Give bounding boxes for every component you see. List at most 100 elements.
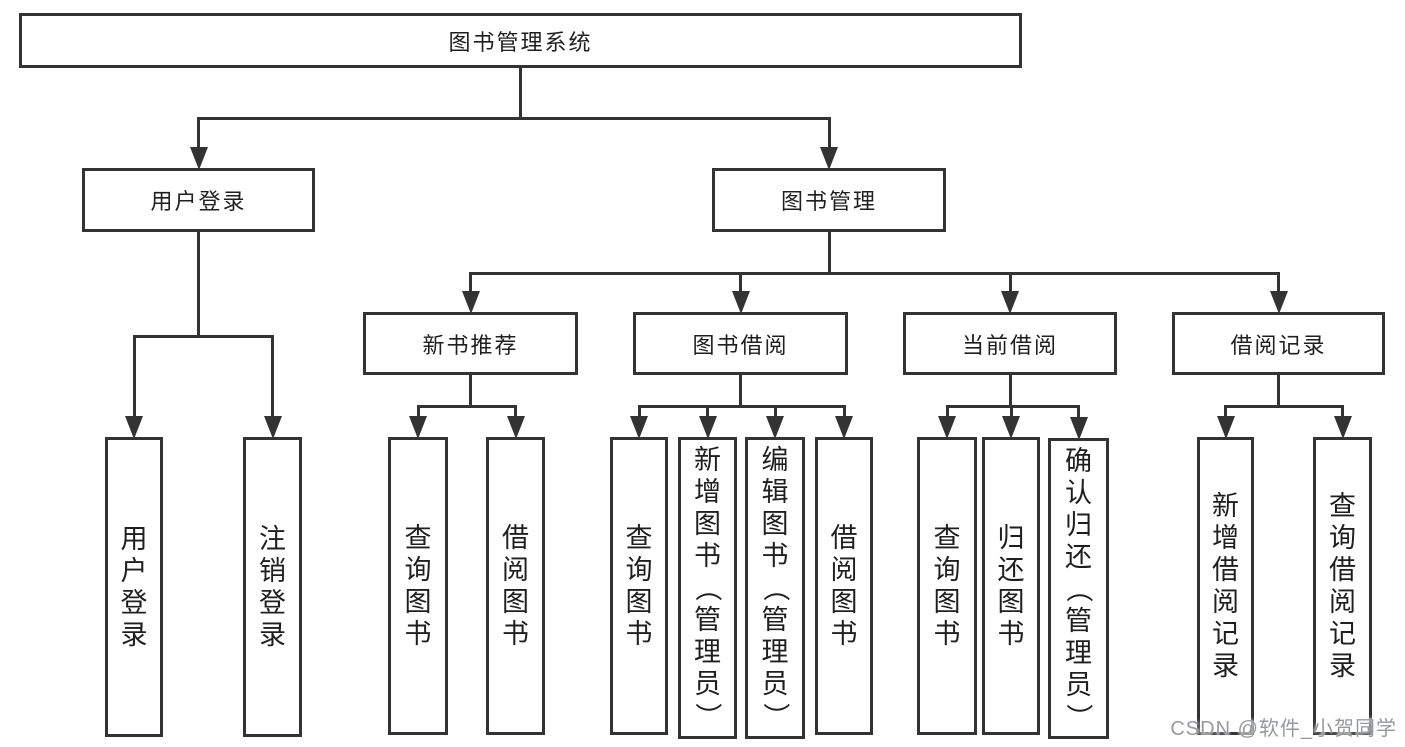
vertical-label-char: 员 bbox=[1065, 669, 1092, 700]
vertical-label-char: 户 bbox=[120, 556, 148, 586]
vertical-label-char: 查 bbox=[1329, 491, 1356, 521]
node-bw-edit: 编辑图书（管理员） bbox=[745, 437, 805, 739]
vertical-label-char: 书 bbox=[933, 619, 961, 649]
connector-cross bbox=[416, 404, 517, 408]
vertical-label-char: 理 bbox=[1065, 637, 1092, 668]
vertical-label-char: ） bbox=[692, 702, 723, 730]
connector-stem bbox=[739, 373, 742, 408]
node-rec-query: 查询借阅记录 bbox=[1313, 437, 1372, 735]
vertical-label-char: ） bbox=[760, 702, 790, 730]
vertical-label-char: 管 bbox=[761, 605, 789, 635]
connector-child-stem bbox=[827, 118, 831, 148]
arrowhead-down-icon bbox=[1069, 417, 1088, 440]
connector-stem bbox=[1008, 373, 1012, 408]
vertical-label-char: 销 bbox=[259, 556, 286, 586]
connector-child-stem bbox=[1224, 406, 1227, 417]
arrowhead-down-icon bbox=[461, 291, 480, 314]
vertical-label-char: 新 bbox=[1212, 491, 1239, 521]
connector-child-stem bbox=[1009, 406, 1013, 417]
arrowhead-down-icon bbox=[820, 147, 838, 170]
arrowhead-down-icon bbox=[731, 291, 750, 314]
vertical-label-char: 增 bbox=[1212, 523, 1239, 553]
vertical-label-char: 书 bbox=[625, 619, 653, 649]
vertical-label-char: 书 bbox=[997, 619, 1025, 649]
arrowhead-down-icon bbox=[630, 416, 648, 439]
arrowhead-down-icon bbox=[125, 416, 143, 439]
vertical-label-char: 录 bbox=[120, 620, 148, 650]
arrowhead-down-icon bbox=[189, 147, 208, 170]
node-newbook: 新书推荐 bbox=[363, 312, 578, 375]
connector-child-stem bbox=[271, 336, 274, 417]
watermark-text: CSDN @软件_小贺同学 bbox=[1170, 718, 1397, 740]
node-bw-add: 新增图书（管理员） bbox=[678, 437, 737, 739]
arrowhead-down-icon bbox=[1001, 291, 1019, 314]
vertical-label-char: 借 bbox=[1329, 555, 1356, 585]
vertical-label-char: 认 bbox=[1065, 477, 1092, 508]
vertical-label-char: 理 bbox=[761, 637, 789, 667]
vertical-label-char: 图 bbox=[694, 509, 721, 539]
arrowhead-down-icon bbox=[506, 416, 525, 439]
vertical-label-char: 询 bbox=[625, 555, 653, 585]
arrowhead-down-icon bbox=[938, 416, 956, 439]
vertical-label-char: 确 bbox=[1065, 445, 1092, 476]
connector-stem bbox=[197, 230, 200, 338]
vertical-label-char: 辑 bbox=[761, 477, 789, 507]
vertical-label-char: ） bbox=[1063, 703, 1094, 730]
connector-stem bbox=[1277, 373, 1280, 408]
node-mgmt: 图书管理 bbox=[712, 168, 946, 232]
vertical-label-char: 理 bbox=[694, 637, 721, 667]
vertical-label-char: 阅 bbox=[502, 555, 529, 585]
node-rec-add: 新增借阅记录 bbox=[1197, 437, 1254, 735]
node-nb-borrow: 借阅图书 bbox=[486, 437, 545, 735]
vertical-label-char: 新 bbox=[694, 445, 721, 475]
node-bw-query: 查询图书 bbox=[610, 437, 668, 735]
connector-child-stem bbox=[739, 273, 742, 292]
connector-stem bbox=[827, 230, 831, 275]
vertical-label-char: 记 bbox=[1329, 619, 1356, 649]
arrowhead-down-icon bbox=[835, 416, 853, 439]
node-cur-query: 查询图书 bbox=[917, 437, 977, 735]
connector-child-stem bbox=[1277, 273, 1280, 292]
vertical-label-char: 记 bbox=[1212, 619, 1239, 649]
arrowhead-down-icon bbox=[766, 416, 784, 439]
vertical-label-char: 查 bbox=[933, 523, 961, 553]
connector-child-stem bbox=[416, 406, 420, 417]
vertical-label-char: 管 bbox=[694, 605, 721, 635]
vertical-label-char: 借 bbox=[502, 523, 529, 553]
node-records: 借阅记录 bbox=[1172, 312, 1385, 375]
node-login-user: 用户登录 bbox=[105, 437, 163, 737]
node-login-logout: 注销登录 bbox=[243, 437, 302, 737]
vertical-label-char: 录 bbox=[259, 620, 286, 650]
connector-child-stem bbox=[706, 406, 709, 417]
vertical-label-char: 图 bbox=[933, 587, 961, 617]
vertical-label-char: 还 bbox=[1065, 541, 1092, 572]
vertical-label-char: 员 bbox=[761, 669, 789, 699]
connector-child-stem bbox=[1341, 406, 1344, 417]
connector-child-stem bbox=[637, 406, 641, 417]
vertical-label-char: 管 bbox=[1065, 605, 1092, 636]
vertical-label-char: 图 bbox=[830, 587, 858, 617]
vertical-label-char: （ bbox=[760, 574, 790, 602]
connector-cross bbox=[197, 116, 831, 120]
vertical-label-char: 增 bbox=[694, 477, 721, 507]
node-cur-return: 归还图书 bbox=[982, 437, 1040, 735]
connector-stem bbox=[519, 66, 522, 120]
vertical-label-char: 用 bbox=[120, 524, 148, 554]
connector-child-stem bbox=[132, 336, 136, 417]
connector-child-stem bbox=[1077, 406, 1080, 418]
vertical-label-char: 录 bbox=[1329, 651, 1356, 681]
vertical-label-char: 图 bbox=[997, 587, 1025, 617]
connector-child-stem bbox=[842, 406, 846, 417]
node-current: 当前借阅 bbox=[903, 312, 1117, 375]
arrowhead-down-icon bbox=[1216, 416, 1235, 439]
vertical-label-char: 书 bbox=[761, 541, 789, 571]
connector-cross bbox=[469, 271, 1280, 275]
connector-child-stem bbox=[197, 118, 200, 148]
node-cur-confirm: 确认归还（管理员） bbox=[1048, 438, 1109, 739]
vertical-label-char: 图 bbox=[625, 587, 653, 617]
vertical-label-char: 登 bbox=[120, 588, 148, 618]
arrowhead-down-icon bbox=[1333, 416, 1352, 439]
connector-cross bbox=[945, 404, 1080, 408]
arrowhead-down-icon bbox=[1002, 416, 1020, 439]
connector-child-stem bbox=[469, 273, 472, 292]
